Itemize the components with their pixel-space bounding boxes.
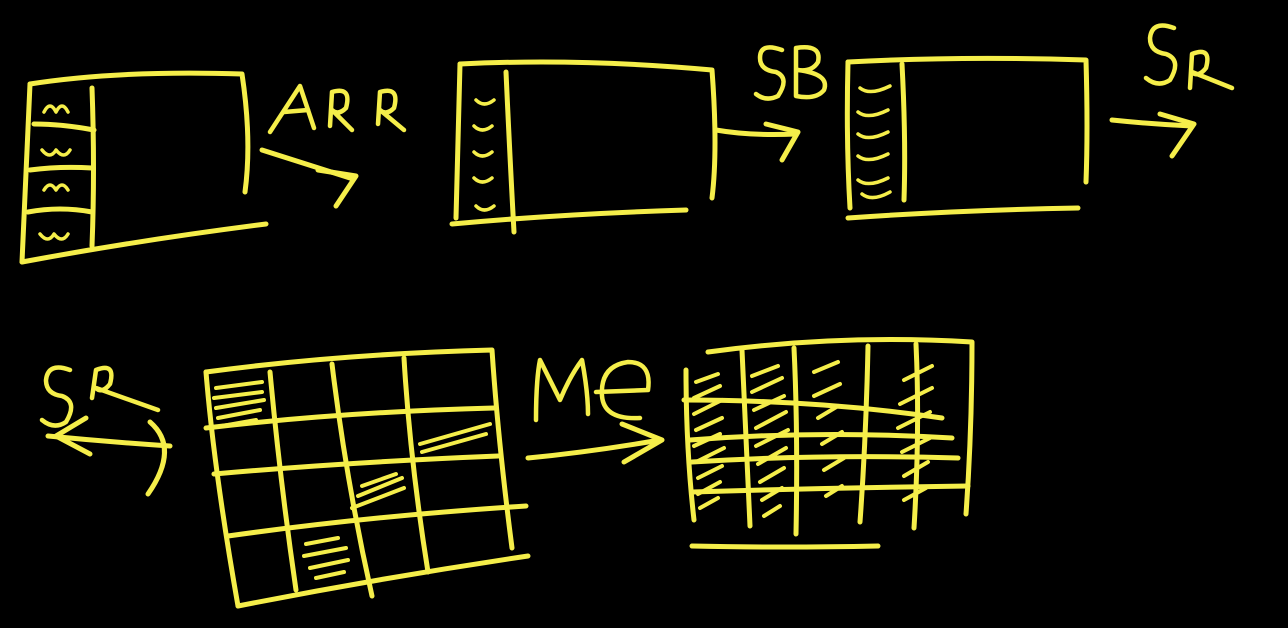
sb-label: SB — [790, 56, 849, 102]
slot-label: s — [56, 183, 66, 202]
sr-top-arrow — [1109, 111, 1197, 159]
sr-bottom-label: SR — [100, 376, 160, 422]
me-label-strokes — [533, 357, 651, 423]
stage1-box — [19, 70, 269, 265]
sr-top-label-strokes — [1143, 23, 1235, 91]
me-label: ME — [592, 368, 673, 424]
sparse-grid-shading — [212, 380, 492, 580]
stage1-slot-glyphs — [38, 104, 72, 241]
sb-arrow — [713, 121, 801, 163]
arr-label: ARR — [336, 82, 438, 133]
arr-label-strokes — [267, 83, 407, 135]
me-arrow — [525, 421, 665, 465]
sr-top-label: SR — [1190, 40, 1256, 91]
stage2-box — [449, 59, 718, 235]
slot-label: v — [56, 145, 67, 164]
sr-bottom-arrow — [45, 415, 173, 497]
slot-label: r — [56, 103, 64, 122]
sb-label-strokes — [753, 45, 828, 101]
arr-arrow — [259, 147, 359, 209]
stage3-box — [844, 55, 1090, 221]
dense-grid-shading — [692, 360, 934, 518]
sr-bottom-label-strokes — [39, 365, 161, 428]
slot-label: v — [56, 229, 67, 248]
